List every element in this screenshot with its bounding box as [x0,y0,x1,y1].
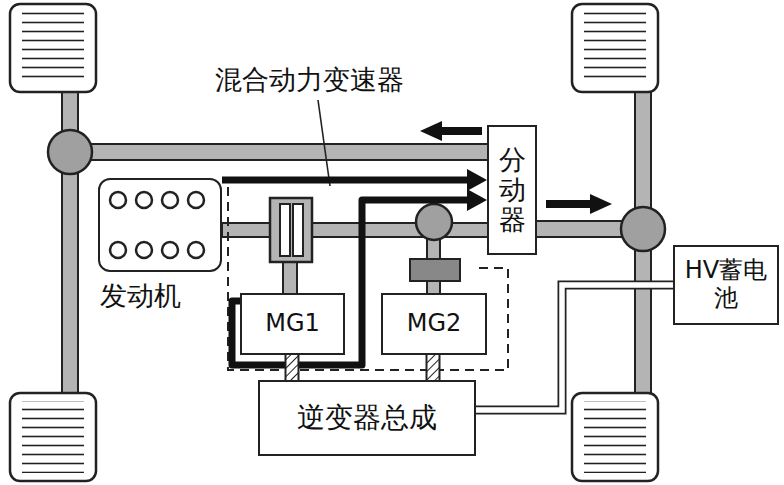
arrowhead [467,169,487,191]
reduction-gear [410,204,460,294]
motor-shaft [292,355,293,380]
power-split-device [270,198,312,294]
flow-line [222,177,469,184]
shaft-outline [285,355,300,380]
engine-cylinders [110,192,204,258]
motor-label: MG2 [407,310,462,338]
power-flow-arrow [222,169,487,191]
leader-line [318,100,330,186]
rear-differential [621,207,665,251]
shaft-hatch [287,355,298,380]
battery-box: HV蓄电池 [673,245,779,325]
front-differential [48,130,92,174]
shaft-outline [426,355,441,380]
engine-block: 发动机 [98,178,222,272]
shaft-hatch [428,355,439,380]
motor-shaft [433,355,434,380]
transfer-box: 分动器 [487,125,537,255]
battery-label: HV蓄电池 [679,257,773,312]
arrowhead [467,189,487,211]
propeller-shaft [70,144,490,160]
power-cable [476,285,673,410]
transmission-housing [228,182,508,370]
engine-label: 发动机 [100,280,181,311]
motor-generator-box: MG1 [240,293,345,355]
cable-core [476,285,673,410]
power-flow-arrow [232,189,487,365]
motor-generator-box: MG2 [381,293,487,355]
cable-outline [476,285,673,410]
motor-label: MG1 [265,310,320,338]
inverter-label: 逆变器总成 [297,402,437,434]
inverter-box: 逆变器总成 [258,380,476,456]
part-label: 混合动力变速器 [215,62,404,98]
transfer-label: 分动器 [499,145,526,234]
